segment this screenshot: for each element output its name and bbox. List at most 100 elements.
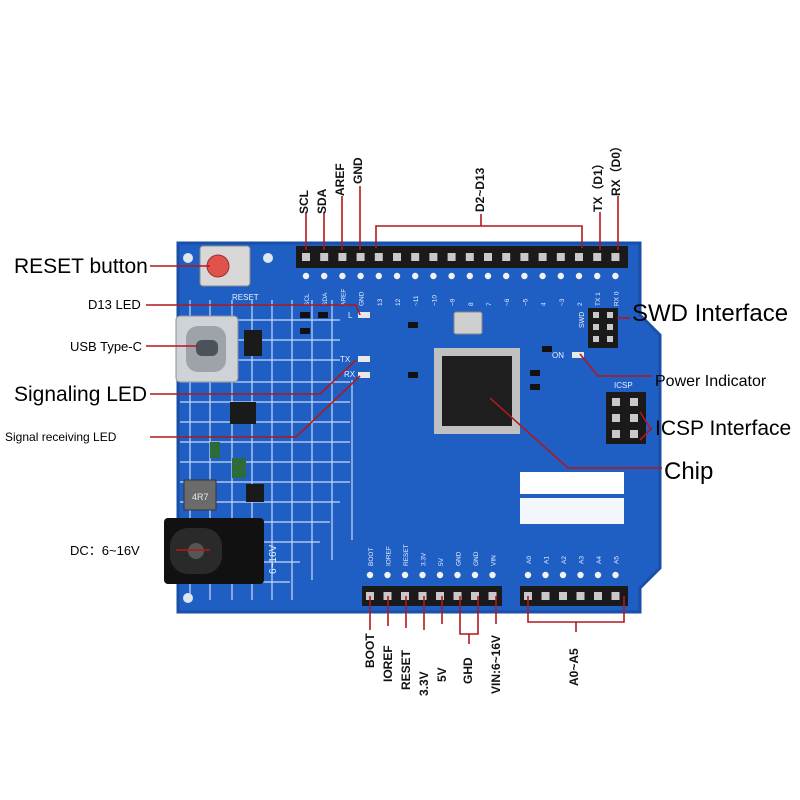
silk-v-range: 6~16V — [268, 544, 279, 574]
silk-header-power-label: 5V — [438, 557, 445, 566]
header-pin — [488, 592, 497, 600]
signaling-led-label: Signaling LED — [14, 383, 148, 406]
header-pad — [594, 272, 601, 280]
header-pad — [419, 571, 426, 579]
dc-label: DC：6~16V — [70, 543, 140, 558]
capacitor — [232, 458, 246, 478]
header-pin — [594, 592, 602, 600]
header-pin — [611, 592, 620, 600]
header-pad — [366, 571, 374, 579]
top-header — [296, 246, 628, 268]
tx-led — [358, 356, 370, 362]
swd-header — [588, 308, 618, 348]
header-pad — [430, 272, 437, 280]
power-indicator-label: Power Indicator — [655, 373, 767, 390]
usb-type-c-label: USB Type-C — [70, 339, 143, 354]
pin-label-vin: VIN:6~16V — [489, 634, 503, 694]
pin-label-ioref: IOREF — [381, 645, 395, 682]
silk-header-top-label: 2 — [577, 302, 584, 306]
swd-interface-label: SWD Interface — [632, 300, 789, 327]
reset-button-label: RESET button — [14, 255, 148, 278]
header-pad — [466, 272, 473, 280]
silk-header-top-label: ~9 — [450, 298, 457, 306]
header-pad — [484, 272, 492, 280]
header-pad — [577, 571, 584, 579]
silk-header-analog-label: A3 — [579, 556, 586, 564]
header-pin — [484, 253, 492, 261]
header-pin — [374, 253, 383, 261]
dc-jack — [164, 518, 264, 584]
header-pin — [575, 253, 583, 261]
main-chip — [434, 348, 520, 434]
silk-header-analog-label: A0 — [526, 556, 533, 564]
capacitor — [210, 442, 220, 458]
header-pad — [559, 571, 567, 579]
header-pad — [384, 571, 391, 579]
silk-header-power-label: GND — [456, 551, 463, 566]
silk-header-top-label: GND — [359, 291, 366, 306]
header-pin — [320, 253, 329, 261]
reset-button-component — [199, 245, 251, 287]
silk-icsp: ICSP — [614, 381, 633, 390]
inductor — [183, 479, 217, 511]
crystal — [453, 311, 483, 335]
pin-label-boot: BOOT — [363, 633, 377, 668]
silk-header-top-label: TX 1 — [595, 292, 602, 306]
header-pin — [356, 253, 365, 261]
leader-lines — [146, 186, 662, 644]
silk-header-analog-label: A2 — [561, 556, 568, 564]
chip-label: Chip — [664, 458, 714, 485]
rx-led — [358, 372, 370, 378]
inductor-label: 4R7 — [192, 492, 209, 502]
silk-header-top-label: ~3 — [559, 298, 566, 306]
silk-box — [520, 472, 624, 494]
header-pin — [436, 592, 444, 600]
header-pin — [401, 592, 409, 600]
header-pad — [521, 272, 528, 280]
header-pin — [576, 592, 585, 600]
header-pad — [375, 272, 382, 280]
header-pad — [339, 272, 346, 280]
silk-header-power-label: VIN — [491, 555, 498, 566]
header-pad — [612, 272, 619, 280]
silk-rx: RX — [344, 370, 356, 379]
header-pin — [447, 253, 456, 261]
pin-label-tx: TX（D1） — [591, 157, 605, 212]
silk-header-analog-label: A1 — [544, 556, 551, 564]
header-pin — [302, 253, 310, 261]
mount-hole — [263, 253, 273, 263]
pin-label-gnd: GND — [351, 157, 365, 184]
silk-header-analog-label: A5 — [614, 556, 621, 564]
silk-header-top-label: RX 0 — [613, 291, 620, 306]
pin-label-scl: SCL — [297, 190, 311, 214]
silk-header-top-label: ~11 — [413, 295, 420, 306]
silk-header-power-label: 3.3V — [421, 552, 428, 566]
pin-label-3v3: 3.3V — [417, 671, 431, 696]
power-led — [572, 352, 584, 358]
header-pad — [393, 272, 401, 280]
header-pad — [539, 272, 546, 280]
header-pad — [489, 571, 496, 579]
header-pin — [429, 253, 438, 261]
smd-parts — [300, 312, 552, 390]
silk-header-top-label: 4 — [541, 302, 548, 306]
silk-header-top-label: 7 — [486, 302, 493, 306]
header-pad — [594, 571, 602, 579]
silk-header-top-label: SDA — [322, 292, 329, 306]
silk-header-power-label: RESET — [403, 544, 410, 566]
silk-header-power-label: IOREF — [386, 546, 393, 566]
header-pad — [357, 272, 364, 280]
header-pin — [556, 253, 565, 261]
header-pad — [302, 272, 310, 280]
silk-tx: TX — [340, 355, 351, 364]
silk-header-top-label: 8 — [468, 302, 475, 306]
ic-small — [246, 484, 264, 502]
silk-header-analog-label: A4 — [596, 556, 603, 564]
header-pin — [611, 253, 620, 261]
header-pad — [401, 571, 409, 579]
header-pin — [538, 253, 547, 261]
silk-reset: RESET — [232, 293, 259, 302]
header-pad — [575, 272, 583, 280]
header-pin — [338, 253, 347, 261]
ic-small — [244, 330, 262, 356]
